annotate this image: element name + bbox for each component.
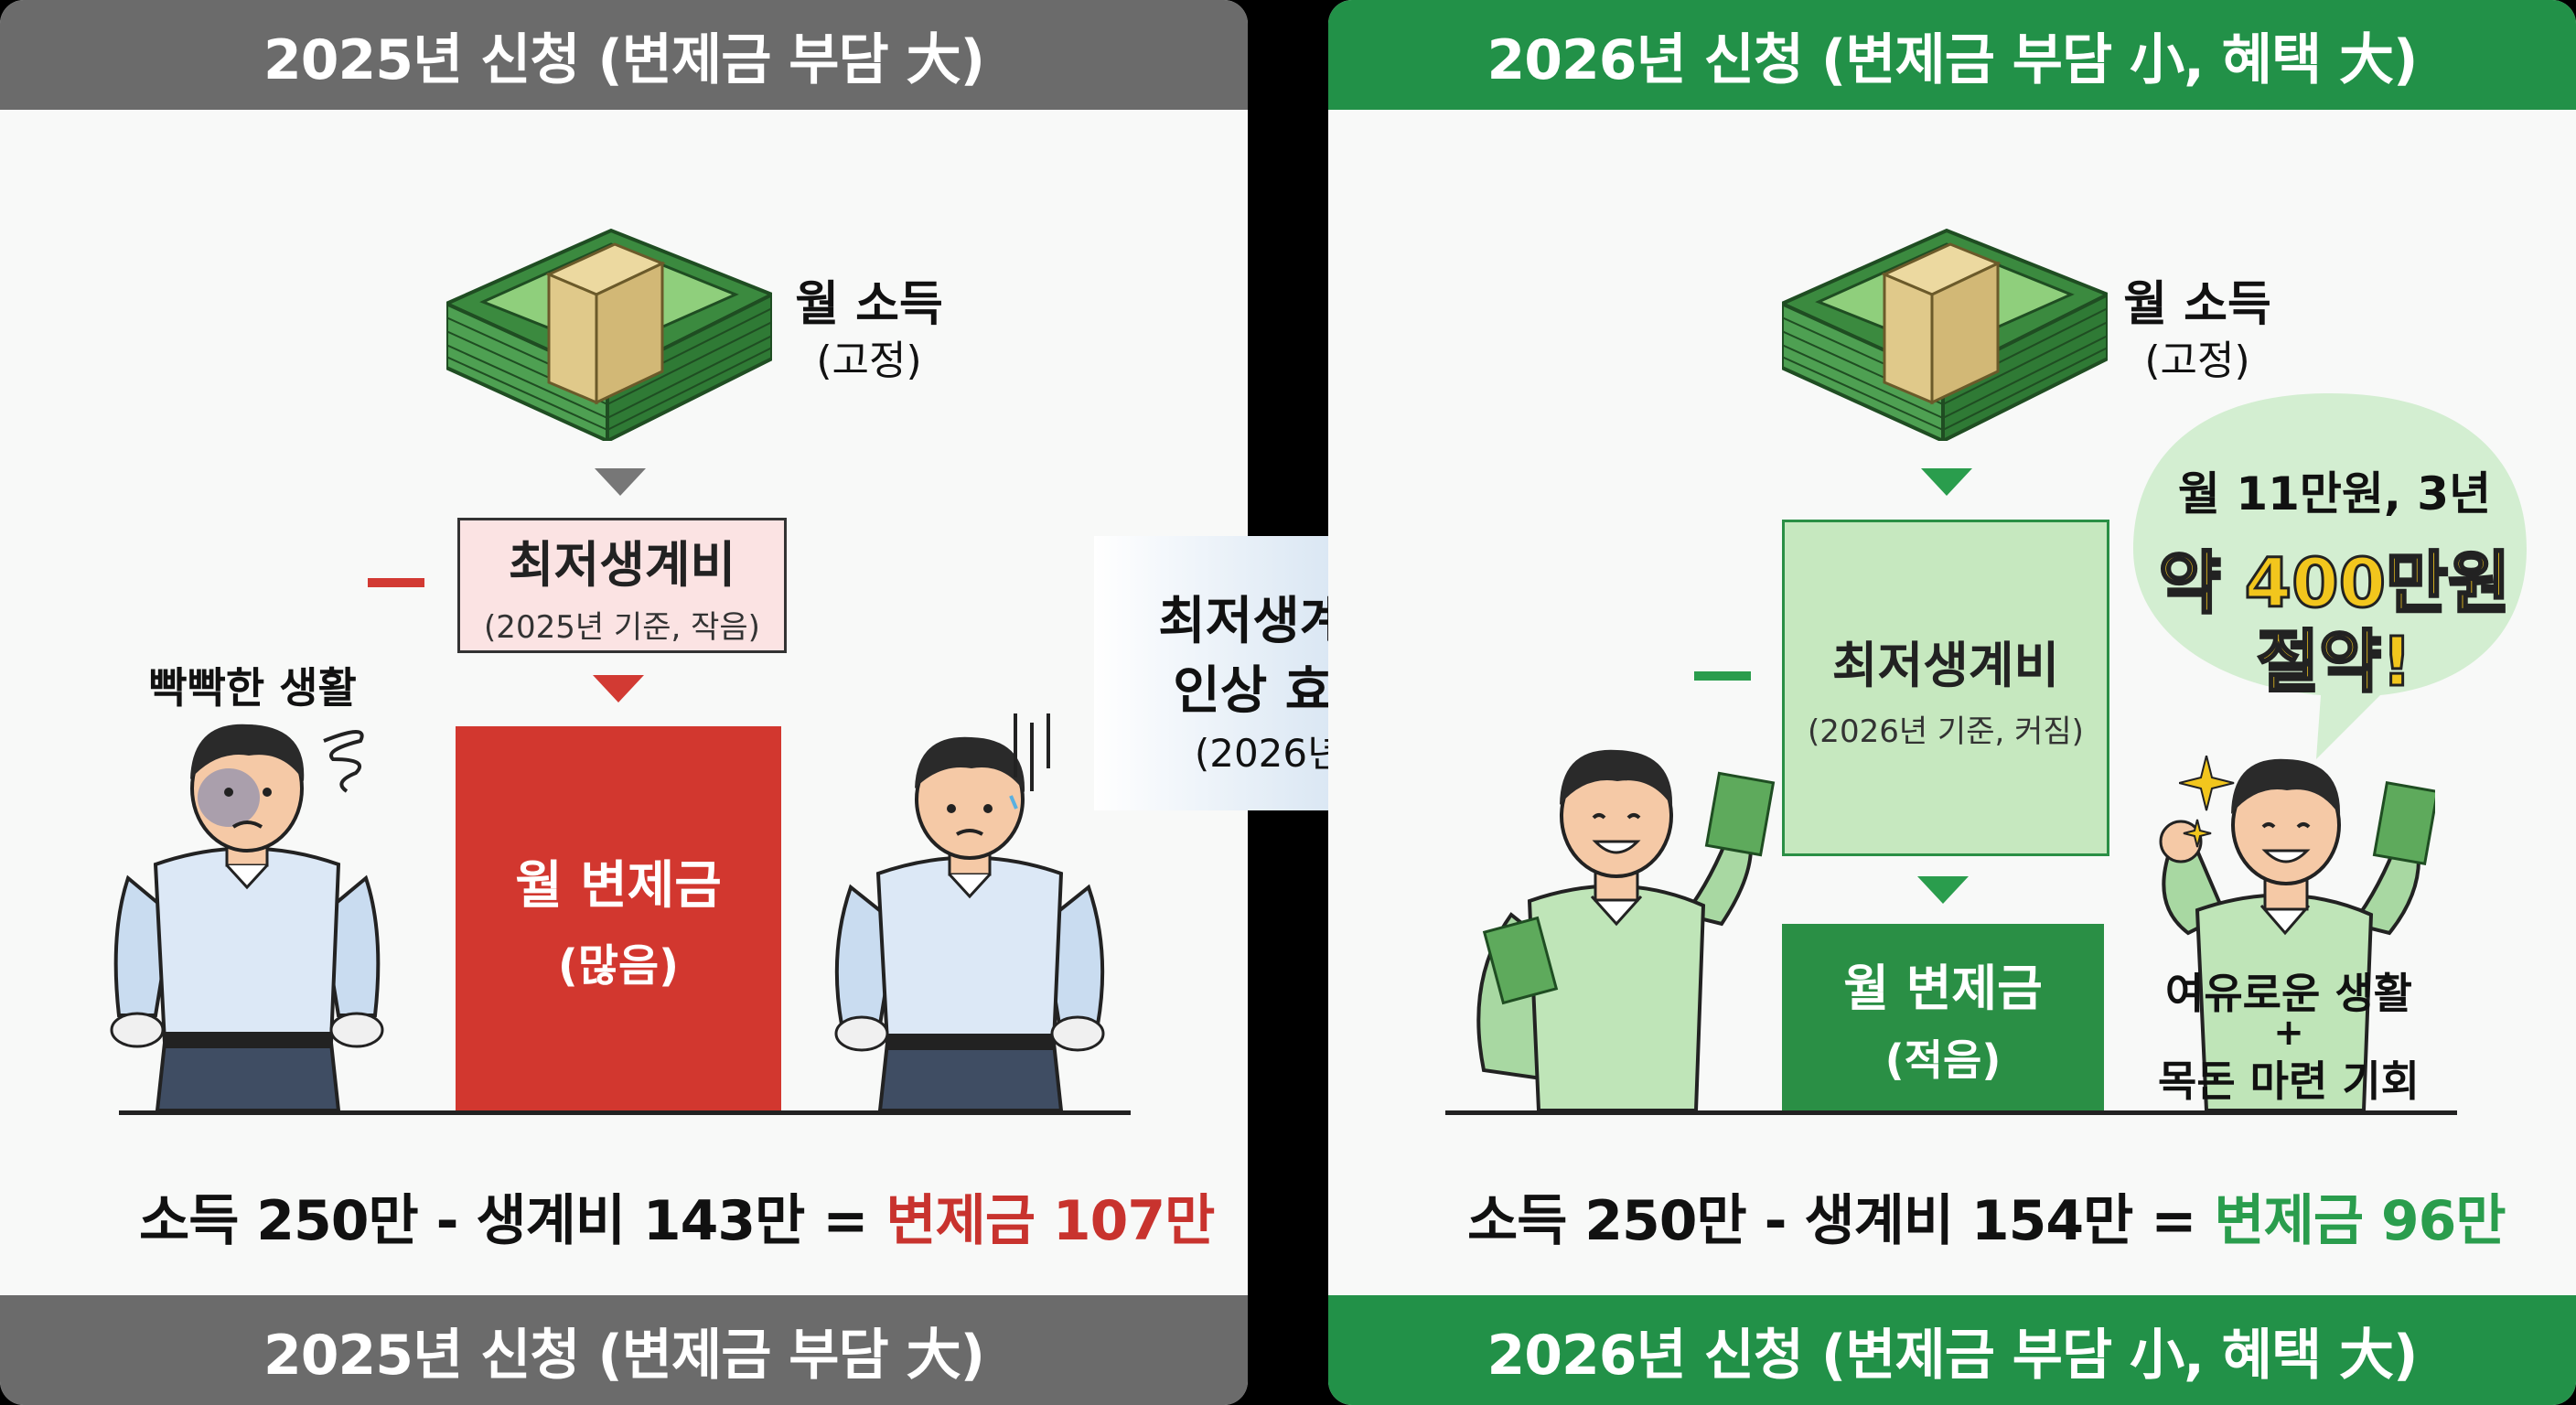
life-label-1: 여유로운 생활	[2165, 969, 2412, 1018]
income-sub: (고정)	[2144, 338, 2250, 384]
bubble-line2: 약 400만원	[2157, 543, 2511, 625]
worried-person-illustration	[834, 736, 1105, 1110]
minus-icon	[1694, 671, 1751, 681]
stress-scribble-icon	[323, 730, 364, 793]
cost-box-sub: (2026년 기준, 커짐)	[1808, 713, 2084, 750]
eq-minus: -	[417, 1189, 477, 1253]
eq-living: 생계비 143만	[476, 1189, 805, 1253]
income-label: 월 소득	[2123, 277, 2271, 332]
life-label-plus: +	[2273, 1012, 2304, 1054]
left-header: 2025년 신청 (변제금 부담 大)	[0, 0, 1248, 110]
cost-box-title: 최저생계비	[1831, 637, 2060, 694]
eq-result: 변제금 96만	[2214, 1189, 2506, 1253]
eq-equals: =	[804, 1189, 886, 1253]
baseline-divider	[1445, 1110, 2457, 1115]
cheering-person-illustration	[2159, 758, 2435, 1110]
sparkle-icon	[2179, 756, 2235, 848]
money-stack-icon	[446, 228, 772, 441]
eq-result: 변제금 107만	[886, 1189, 1215, 1253]
payment-box: 월 변제금 (많음)	[456, 726, 781, 1110]
left-footer: 2025년 신청 (변제금 부담 大)	[0, 1295, 1248, 1405]
payment-box: 월 변제금 (적음)	[1782, 924, 2104, 1110]
down-arrow-icon	[1921, 468, 1972, 496]
right-footer: 2026년 신청 (변제금 부담 小, 혜택 大)	[1328, 1295, 2576, 1405]
stressed-person-illustration	[110, 724, 384, 1110]
payment-title: 월 변제금	[515, 855, 722, 916]
life-label: 빡빡한 생활	[148, 663, 357, 713]
right-equation: 소득 250만 - 생계비 154만 = 변제금 96만	[1467, 1176, 2506, 1256]
savings-speech-bubble	[2133, 393, 2527, 759]
payment-title: 월 변제금	[1843, 959, 2043, 1017]
bubble-line1: 월 11만원, 3년	[2177, 467, 2492, 520]
payment-sub: (적음)	[1884, 1035, 2002, 1085]
baseline-divider	[119, 1110, 1131, 1115]
eq-income: 소득 250만	[139, 1189, 419, 1253]
left-panel: 2025년 신청 (변제금 부담 大) 월 소득 (고정) 최저생계비 (202…	[0, 0, 1248, 1405]
cost-box: 최저생계비 (2025년 기준, 작음)	[457, 518, 787, 653]
eq-living: 생계비 154만	[1804, 1189, 2133, 1253]
gloom-lines-icon	[1014, 713, 1050, 791]
eq-income: 소득 250만	[1467, 1189, 1747, 1253]
eq-equals: =	[2132, 1189, 2215, 1253]
happy-person-illustration	[1476, 749, 1776, 1110]
right-panel: 2026년 신청 (변제금 부담 小, 혜택 大) 월 소득 (고정) 최저생계…	[1328, 0, 2576, 1405]
income-sub: (고정)	[816, 338, 922, 384]
left-equation: 소득 250만 - 생계비 143만 = 변제금 107만	[139, 1176, 1215, 1256]
cost-box: 최저생계비 (2026년 기준, 커짐)	[1782, 520, 2109, 856]
cost-box-sub: (2025년 기준, 작음)	[484, 609, 760, 646]
down-arrow-icon	[595, 468, 646, 496]
income-label: 월 소득	[795, 277, 943, 332]
money-stack-icon	[1782, 228, 2108, 441]
cost-box-title: 최저생계비	[508, 536, 736, 594]
minus-icon	[368, 578, 424, 587]
payment-sub: (많음)	[557, 939, 680, 992]
down-arrow-icon	[593, 675, 644, 702]
down-arrow-icon	[1917, 876, 1969, 904]
bubble-line3: 절약!	[2256, 622, 2414, 703]
life-label-2: 목돈 마련 기회	[2158, 1056, 2420, 1106]
right-header: 2026년 신청 (변제금 부담 小, 혜택 大)	[1328, 0, 2576, 110]
eq-minus: -	[1745, 1189, 1805, 1253]
